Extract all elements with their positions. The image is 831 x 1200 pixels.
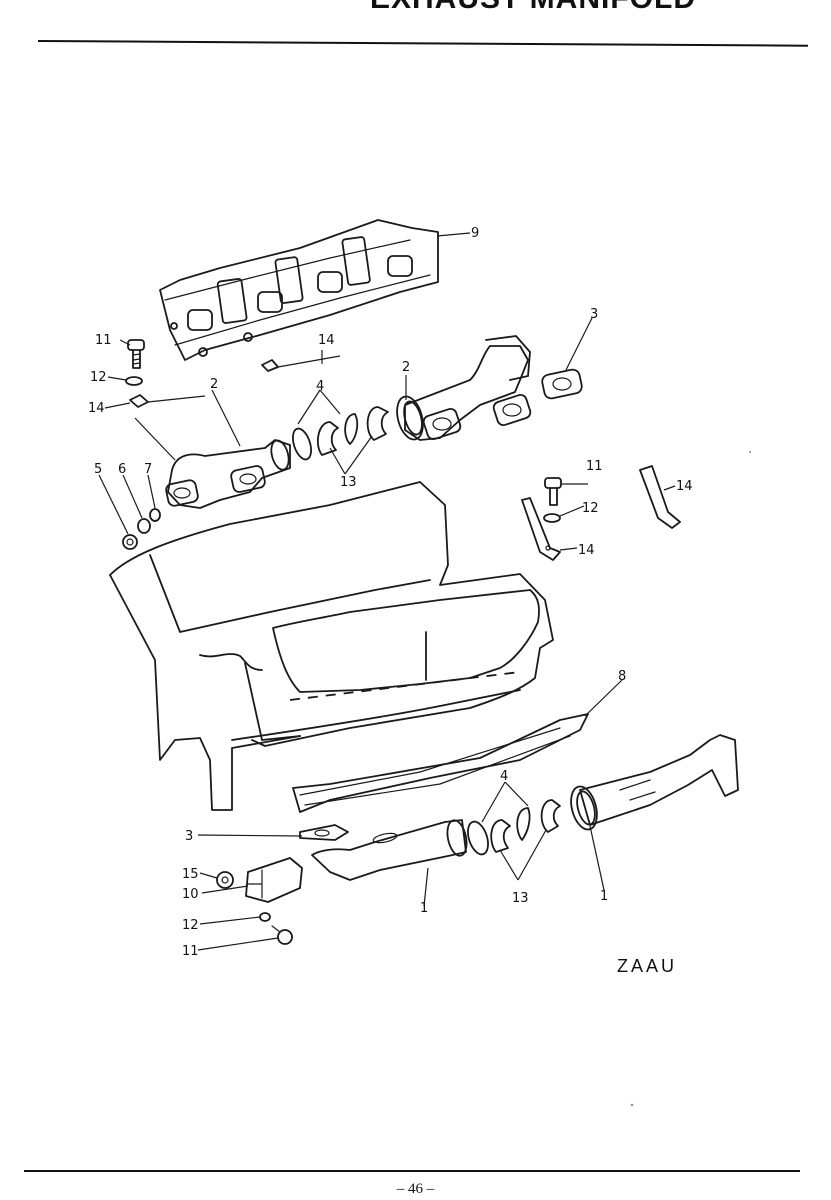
washer-7 <box>149 508 161 522</box>
callout-9: 9 <box>471 226 479 241</box>
gasket-lower <box>299 824 349 841</box>
callout-13-upper: 13 <box>340 475 357 490</box>
callout-4-lower: 4 <box>500 769 508 784</box>
washer-right <box>543 513 561 523</box>
callout-3-upper: 3 <box>590 307 598 322</box>
exhaust-manifold-right <box>396 335 532 441</box>
callout-2-right: 2 <box>402 360 410 375</box>
callout-14-left: 14 <box>88 401 105 416</box>
gasket-upper <box>541 368 583 400</box>
callout-12-lower: 12 <box>182 918 199 933</box>
callout-12-upper: 12 <box>90 370 107 385</box>
callout-11-right: 11 <box>586 459 603 474</box>
bracket-right-strap <box>639 465 681 529</box>
exhaust-pipe-lower-right <box>570 734 739 831</box>
exhaust-pipe-lower-left <box>311 819 468 881</box>
callout-5: 5 <box>94 462 102 477</box>
callout-2-left: 2 <box>210 377 218 392</box>
callout-14-right-lower: 14 <box>578 543 595 558</box>
engine-block <box>109 481 554 811</box>
nut-5 <box>122 534 138 550</box>
exhaust-manifold-left <box>165 439 291 509</box>
callout-14-right-strap: 14 <box>676 479 693 494</box>
callout-11-lower: 11 <box>182 944 199 959</box>
page-title: EXHAUST MANIFOLD <box>370 0 696 16</box>
scan-speck <box>749 451 751 453</box>
callout-6: 6 <box>118 462 126 477</box>
washer-lower <box>259 912 271 922</box>
callout-4-upper: 4 <box>316 379 324 394</box>
leader-lines <box>98 232 676 951</box>
callout-15: 15 <box>182 867 199 882</box>
stud-6 <box>137 518 151 534</box>
callout-13-lower: 13 <box>512 891 529 906</box>
bolt-right <box>544 477 562 506</box>
callout-8: 8 <box>618 669 626 684</box>
bracket-upper-center <box>261 359 279 372</box>
callout-12-right: 12 <box>582 501 599 516</box>
callout-11-upper: 11 <box>95 333 112 348</box>
seal-rings-upper <box>292 406 389 461</box>
engine-code-label: ZAAU <box>617 956 678 976</box>
callout-7: 7 <box>144 462 152 477</box>
bracket-right-vertical <box>521 497 561 561</box>
scan-speck <box>630 1103 634 1107</box>
callout-labels: 9 11 12 14 14 2 2 3 4 13 5 6 7 11 12 14 … <box>88 226 693 959</box>
page-number: – 46 – <box>396 1181 435 1197</box>
callout-3-lower: 3 <box>185 829 193 844</box>
callout-10: 10 <box>182 887 199 902</box>
callout-14-center: 14 <box>318 333 335 348</box>
nut-15 <box>216 871 234 889</box>
heat-shield-lower <box>292 713 589 813</box>
bolt-lower <box>271 925 293 945</box>
washer-upper-left <box>125 376 143 386</box>
heat-shield-upper <box>159 219 439 361</box>
callout-1-left: 1 <box>420 901 428 916</box>
seal-rings-lower <box>467 799 561 856</box>
callout-1-right: 1 <box>600 889 608 904</box>
bracket-upper-left <box>129 394 149 408</box>
bolt-upper-left <box>127 339 145 369</box>
heat-protector-10 <box>245 857 303 903</box>
footer-rule <box>24 1170 800 1172</box>
